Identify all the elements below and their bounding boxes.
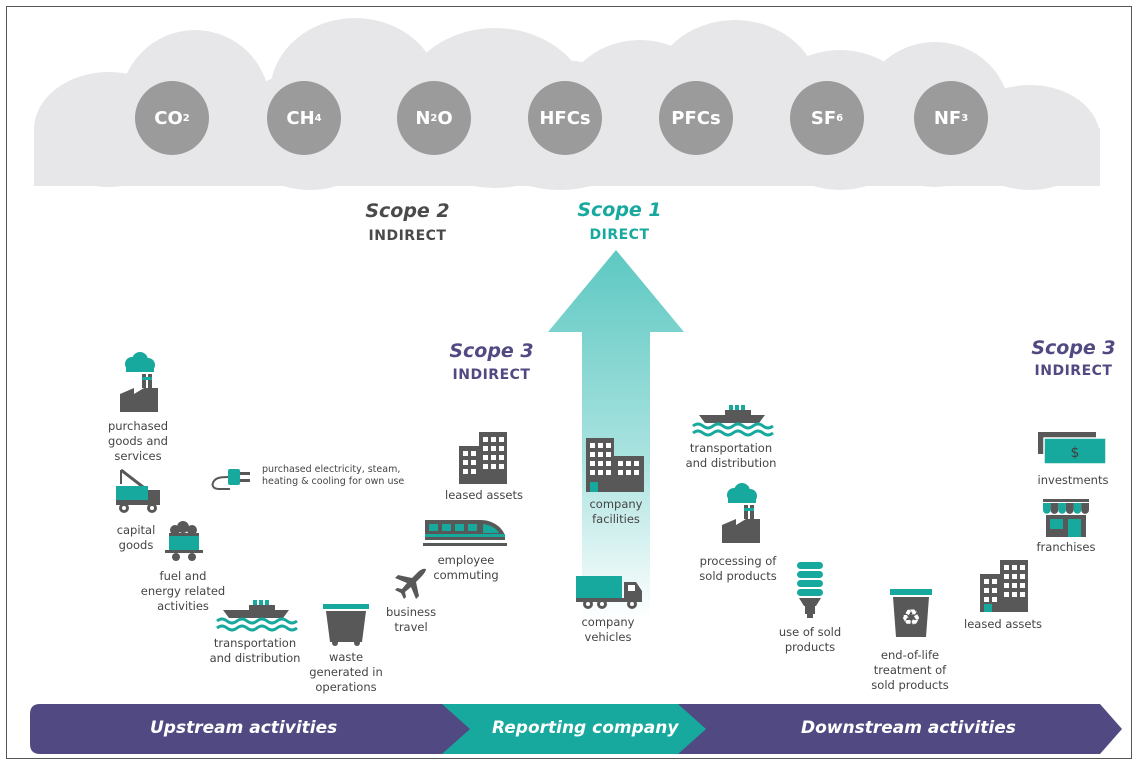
dumpster-icon	[323, 604, 369, 646]
building-icon	[980, 560, 1028, 612]
coal-cart-icon	[165, 521, 203, 561]
dollar-sign: $	[1071, 445, 1080, 461]
scope1-title: Scope 1	[577, 199, 662, 221]
scope2-subtitle: INDIRECT	[368, 228, 447, 244]
scope1-direct-arrow	[548, 250, 684, 620]
diagram-frame	[6, 6, 1132, 759]
train-icon	[423, 520, 507, 546]
recycle-bin-icon: ♻	[890, 589, 932, 637]
storefront-icon	[1043, 499, 1089, 537]
gas-pfcs: PFCs	[659, 81, 733, 155]
upstream-transport-label: transportation and distribution	[209, 636, 301, 665]
downstream-leased-assets-label: leased assets	[964, 617, 1042, 631]
money-stack-icon: $	[1038, 432, 1107, 465]
scope3-downstream-subtitle: INDIRECT	[1034, 363, 1113, 379]
building-icon	[459, 432, 507, 484]
light-bulb-icon	[797, 562, 823, 618]
scope2-title: Scope 2	[365, 200, 450, 222]
company-facilities-icon	[586, 438, 644, 492]
downstream-band-label: Downstream activities	[801, 718, 1016, 738]
downstream-transport-label: transportation and distribution	[685, 441, 777, 470]
waste-label: waste generated in operations	[309, 650, 383, 694]
use-of-products-label: use of sold products	[778, 625, 842, 654]
company-truck-icon	[576, 576, 642, 609]
scope1-subtitle: DIRECT	[589, 227, 650, 243]
svg-text:♻: ♻	[901, 606, 921, 631]
scope3-upstream-title: Scope 3	[449, 340, 534, 362]
value-chain-band	[30, 704, 1122, 754]
processing-label: processing of sold products	[699, 554, 777, 583]
company-vehicles-label: company vehicles	[581, 615, 635, 644]
scope3-upstream-subtitle: INDIRECT	[452, 367, 531, 383]
airplane-icon	[395, 568, 426, 599]
ship-icon	[216, 600, 298, 632]
upstream-band-label: Upstream activities	[150, 718, 338, 738]
franchises-label: franchises	[1036, 540, 1096, 554]
scope3-downstream-title: Scope 3	[1031, 337, 1116, 359]
reporting-band-label: Reporting company	[492, 718, 679, 738]
end-of-life-label: end-of-life treatment of sold products	[871, 648, 949, 692]
factory-cloud-icon	[722, 483, 760, 543]
ship-icon	[692, 405, 774, 437]
investments-label: investments	[1037, 473, 1109, 487]
fuel-energy-label: fuel and energy related activities	[140, 569, 226, 613]
purchased-electricity-label: purchased electricity, steam, heating & …	[262, 464, 405, 487]
company-facilities-label: company facilities	[589, 497, 643, 526]
purchased-goods-label: purchased goods and services	[107, 419, 169, 463]
plug-icon	[211, 469, 250, 490]
factory-cloud-icon	[120, 352, 158, 412]
gas-hfcs: HFCs	[528, 81, 602, 155]
employee-commuting-label: employee commuting	[433, 553, 499, 582]
business-travel-label: business travel	[385, 605, 437, 634]
upstream-leased-assets-label: leased assets	[445, 488, 523, 502]
capital-goods-label: capital goods	[116, 523, 156, 552]
crane-truck-icon	[116, 468, 160, 513]
